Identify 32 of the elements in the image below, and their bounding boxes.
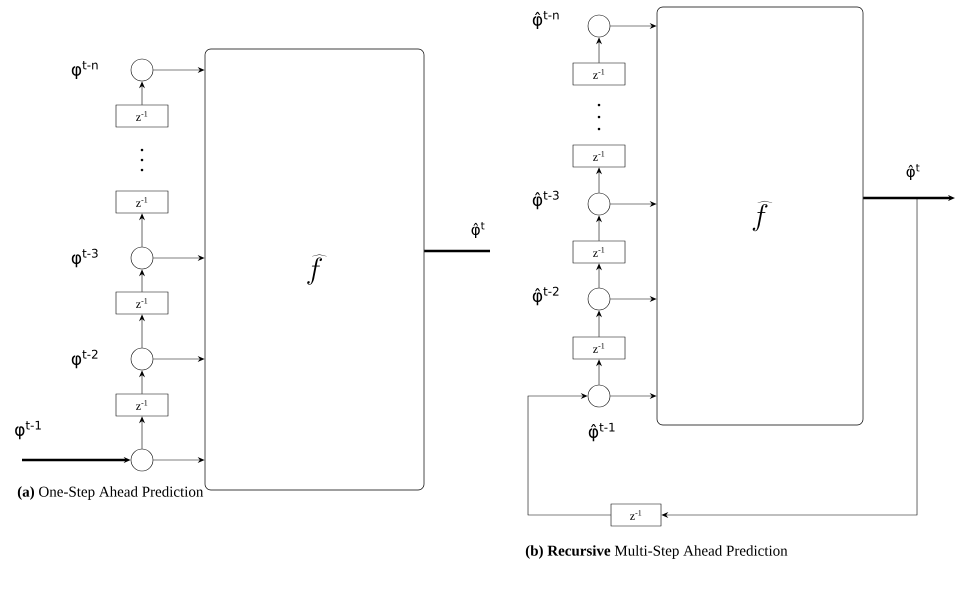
junction-circle [588, 384, 610, 408]
arrow [528, 392, 611, 516]
edge-label: φ̂$^{t}$ [904, 163, 922, 181]
delay-box: z$^{-1}$ [572, 144, 626, 168]
junction-circle [588, 192, 610, 216]
junction-circle [130, 246, 154, 270]
signal-label: φ̂$^{t-3}$ [532, 190, 559, 210]
function-box: $\widehat{f}$ [204, 48, 424, 490]
junction-circle [130, 348, 154, 370]
delay-box: z$^{-1}$ [116, 190, 168, 214]
signal-label: φ$^{t-3}$ [72, 248, 98, 268]
signal-label: φ$^{t-n}$ [72, 60, 98, 80]
signal-label: φ$^{t-2}$ [72, 350, 98, 368]
delay-box: z$^{-1}$ [116, 394, 168, 416]
delay-box: z$^{-1}$ [572, 240, 626, 264]
edge-label: φ̂$^{t}$ [470, 221, 486, 239]
delay-box: z$^{-1}$ [610, 504, 662, 526]
delay-box: z$^{-1}$ [116, 104, 168, 128]
junction-circle [588, 288, 610, 310]
caption: (b) Recursive Multi-Step Ahead Prediction [526, 545, 788, 559]
junction-circle [130, 448, 154, 472]
function-box: $\widehat{f}$ [656, 6, 864, 426]
caption: (a) One-Step Ahead Prediction [18, 486, 204, 500]
delay-box: z$^{-1}$ [572, 336, 626, 360]
signal-label: φ̂$^{t-n}$ [532, 10, 559, 30]
signal-label: φ̂$^{t-2}$ [532, 286, 558, 306]
delay-box: z$^{-1}$ [572, 62, 626, 86]
signal-label: φ$^{t-1}$ [15, 420, 41, 440]
junction-circle [588, 14, 610, 38]
signal-label: φ̂$^{t-1}$ [588, 422, 615, 442]
junction-circle [130, 58, 154, 82]
delay-box: z$^{-1}$ [116, 292, 168, 314]
